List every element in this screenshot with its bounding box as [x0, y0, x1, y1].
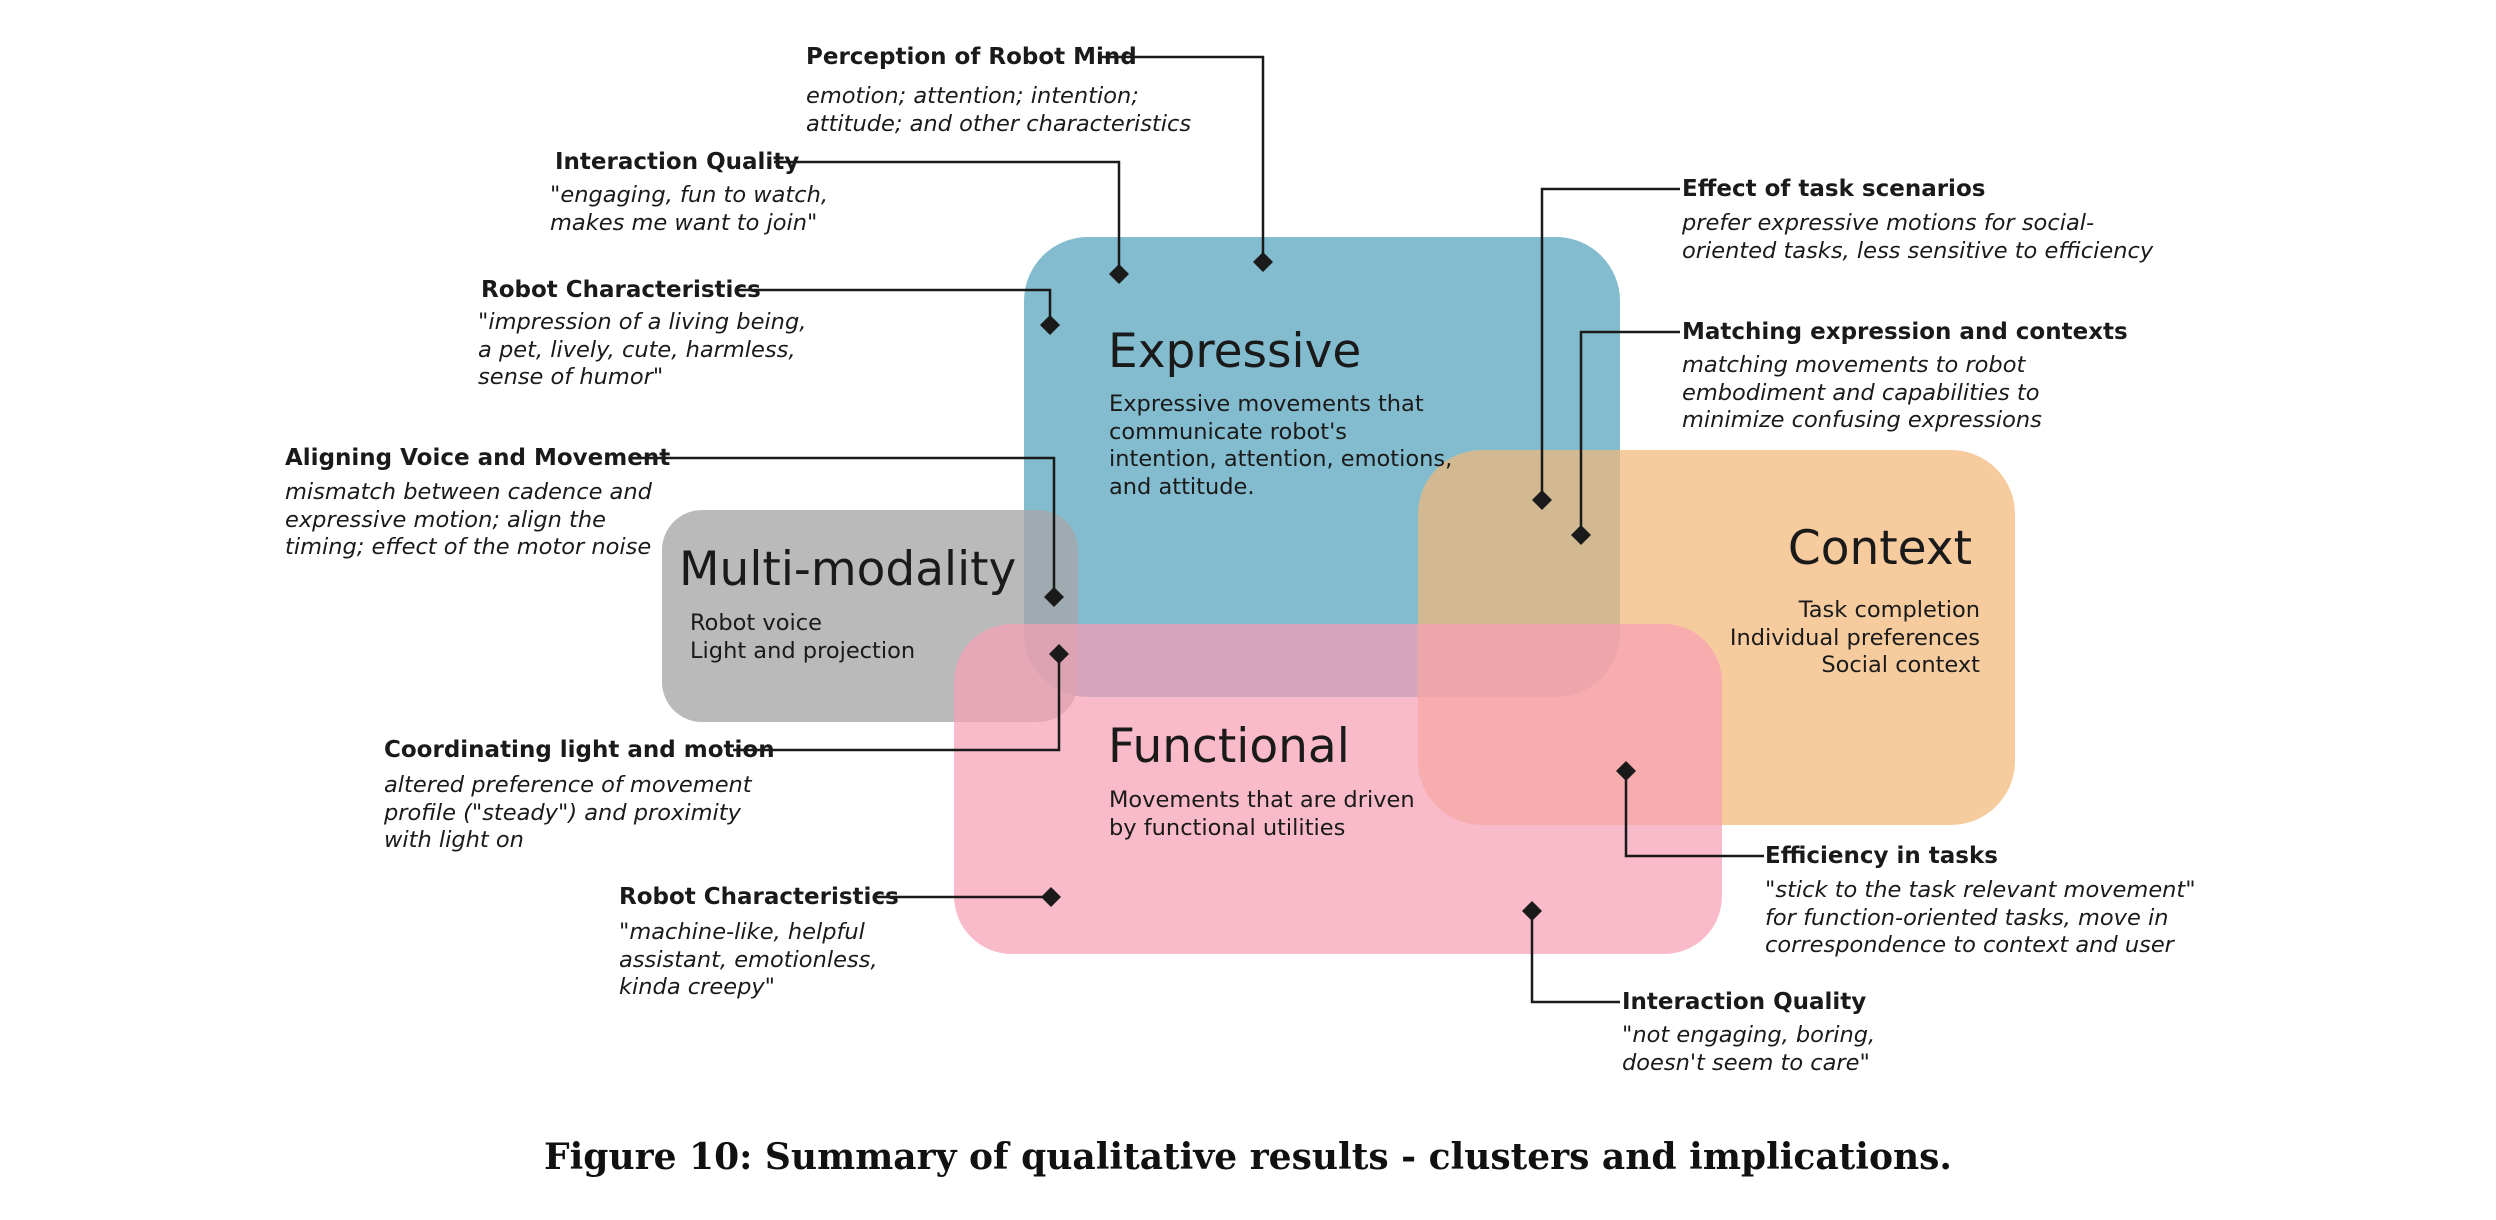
annotation-line: expressive motion; align the [285, 506, 606, 533]
annotation-interaction-quality-bottom-text: "not engaging, boring, doesn't seem to c… [1622, 1022, 1875, 1077]
annotation-matching-title: Matching expression and contexts [1682, 319, 2128, 345]
annotation-line: assistant, emotionless, [619, 946, 878, 973]
expressive-desc-line: and attitude. [1109, 473, 1255, 500]
annotation-line: sense of humor" [478, 364, 664, 390]
annotation-robot-char-bottom-title: Robot Characteristics [619, 884, 899, 910]
marker-robot-char-bottom [1041, 887, 1061, 907]
annotation-line: "impression of a living being, [478, 309, 807, 335]
annotation-line: prefer expressive motions for social- [1682, 210, 2095, 236]
expressive-title: Expressive [1108, 324, 1362, 379]
annotation-line: oriented tasks, less sensitive to effici… [1682, 237, 2154, 264]
connector-efficiency [1624, 771, 1764, 858]
annotation-line: timing; effect of the motor noise [285, 534, 652, 560]
annotation-line: makes me want to join" [550, 209, 818, 236]
annotation-task-scenarios-text: prefer expressive motions for social- or… [1682, 210, 2153, 265]
expressive-desc-line: intention, attention, emotions, [1109, 446, 1453, 472]
expressive-description: Expressive movements that communicate ro… [1109, 391, 1452, 501]
functional-description: Movements that are driven by functional … [1109, 787, 1415, 842]
annotation-line: "engaging, fun to watch, [550, 182, 829, 208]
figure-caption: Figure 10: Summary of qualitative result… [544, 1136, 1952, 1178]
annotation-line: for function-oriented tasks, move in [1765, 904, 2169, 931]
annotation-task-scenarios-title: Effect of task scenarios [1682, 176, 1986, 202]
multimodality-title: Multi-modality [679, 542, 1017, 597]
annotation-line: mismatch between cadence and [285, 479, 652, 505]
multimodality-desc-line: Robot voice [690, 610, 822, 636]
expressive-desc-line: communicate robot's [1109, 418, 1348, 445]
annotation-line: minimize confusing expressions [1682, 407, 2042, 433]
context-title: Context [1787, 521, 1972, 576]
annotation-aligning-title: Aligning Voice and Movement [285, 445, 671, 471]
annotation-line: matching movements to robot [1682, 352, 2026, 378]
annotation-aligning-text: mismatch between cadence and expressive … [285, 479, 652, 562]
connector-perception [1102, 55, 1265, 262]
annotation-matching-text: matching movements to robot embodiment a… [1682, 352, 2042, 435]
annotation-line: "not engaging, boring, [1622, 1022, 1876, 1048]
connector-aligning [630, 456, 1056, 597]
annotation-line: "machine-like, helpful [619, 919, 865, 945]
annotation-robot-char-top-title: Robot Characteristics [481, 277, 761, 303]
marker-interaction-quality-top [1109, 264, 1129, 284]
annotation-coordinating-text: altered preference of movement profile (… [384, 772, 752, 855]
marker-efficiency [1616, 761, 1636, 781]
annotation-efficiency-text: "stick to the task relevant movement" fo… [1765, 877, 2196, 960]
multimodality-desc-line: Light and projection [690, 637, 916, 664]
context-desc-line: Social context [1821, 652, 1980, 678]
marker-coordinating [1049, 644, 1069, 664]
connector-interaction-quality-bottom [1530, 911, 1620, 1004]
annotation-interaction-quality-top-text: "engaging, fun to watch, makes me want t… [550, 182, 828, 237]
annotation-interaction-quality-top-title: Interaction Quality [555, 149, 800, 175]
multimodality-description: Robot voice Light and projection [690, 610, 915, 665]
marker-robot-char-top [1040, 315, 1060, 335]
annotation-line: a pet, lively, cute, harmless, [478, 336, 796, 363]
annotation-perception-title: Perception of Robot Mind [806, 44, 1137, 70]
annotation-interaction-quality-bottom-title: Interaction Quality [1622, 989, 1867, 1015]
annotation-line: altered preference of movement [384, 772, 752, 798]
functional-cluster-box [954, 624, 1722, 954]
connector-matching [1579, 330, 1680, 535]
annotation-line: emotion; attention; intention; [806, 83, 1139, 109]
connector-coordinating [733, 654, 1061, 752]
expressive-desc-line: Expressive movements that [1109, 391, 1424, 417]
functional-desc-line: by functional utilities [1109, 814, 1346, 841]
annotation-line: kinda creepy" [619, 974, 776, 1000]
connector-task-scenarios [1540, 187, 1680, 500]
marker-aligning [1044, 587, 1064, 607]
annotation-line: correspondence to context and user [1765, 932, 2174, 958]
annotation-line: doesn't seem to care" [1622, 1049, 1870, 1076]
annotation-efficiency-title: Efficiency in tasks [1765, 843, 1998, 869]
context-desc-line: Individual preferences [1729, 624, 1980, 651]
context-description: Task completion Individual preferences S… [1730, 597, 1980, 680]
functional-title: Functional [1108, 719, 1350, 774]
connector-interaction-quality-top [774, 160, 1121, 274]
annotation-coordinating-title: Coordinating light and motion [384, 737, 775, 763]
connector-robot-char-top [738, 288, 1052, 325]
annotation-line: "stick to the task relevant movement" [1765, 877, 2196, 903]
marker-interaction-quality-bottom [1522, 901, 1542, 921]
annotation-line: embodiment and capabilities to [1682, 379, 2040, 406]
marker-matching [1571, 525, 1591, 545]
annotation-robot-char-top-text: "impression of a living being, a pet, li… [478, 309, 806, 392]
annotation-perception-text: emotion; attention; intention; attitude;… [806, 83, 1191, 138]
context-desc-line: Task completion [1798, 597, 1980, 623]
marker-perception [1253, 252, 1273, 272]
functional-desc-line: Movements that are driven [1109, 787, 1415, 813]
annotation-line: with light on [384, 827, 524, 853]
annotation-robot-char-bottom-text: "machine-like, helpful assistant, emotio… [619, 919, 878, 1002]
annotation-line: profile ("steady") and proximity [384, 799, 741, 826]
marker-task-scenarios [1532, 490, 1552, 510]
annotation-line: attitude; and other characteristics [806, 110, 1192, 137]
